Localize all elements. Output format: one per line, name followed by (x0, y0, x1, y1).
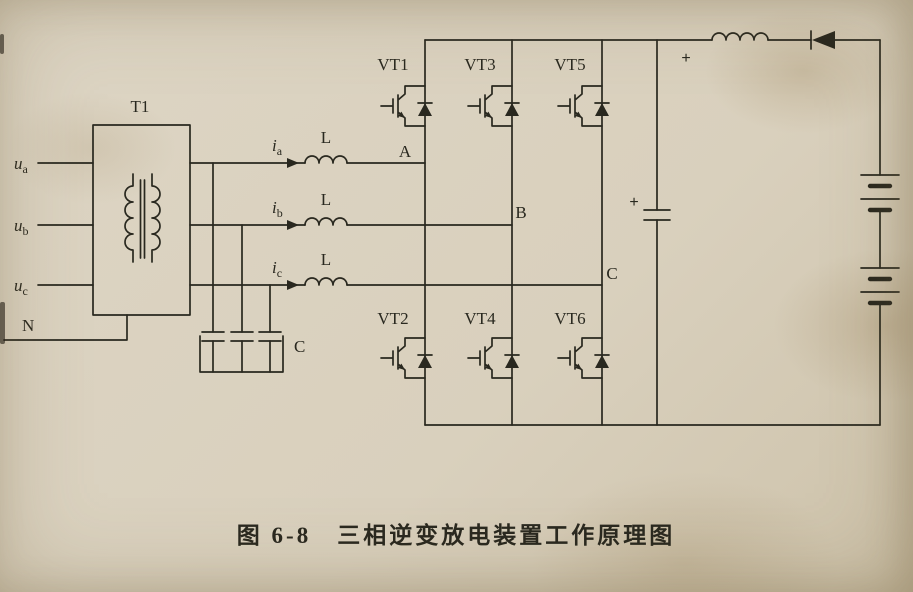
vt6-label: VT6 (554, 309, 585, 328)
current-a-label: ia (272, 136, 283, 158)
scan-edge-artifact (0, 302, 5, 344)
inductor-a-label: L (321, 128, 331, 147)
phase-b-inductor (304, 217, 348, 226)
battery-short-plates (867, 183, 893, 306)
grid-source: ua ub uc N (3, 154, 128, 341)
filter-capacitor-label: C (294, 337, 305, 356)
blocking-diode (812, 31, 835, 49)
inverter-bridge: VT1 VT3 VT5 VT2 VT4 VT6 + (377, 30, 881, 426)
inductor-b-label: L (321, 190, 331, 209)
top-rail-inductor (711, 32, 769, 41)
scan-edge-artifact (0, 34, 4, 54)
phase-lines: ia ib ic L L L A B C (189, 128, 618, 290)
phase-c-inductor (304, 277, 348, 286)
phase-a-inductor (304, 155, 348, 164)
node-b-label: B (515, 203, 526, 222)
dc-cap-plates (643, 209, 671, 221)
vt3-label: VT3 (464, 55, 495, 74)
filter-capacitor-bank: C (199, 162, 305, 373)
phase-a-label: ua (14, 154, 29, 176)
battery (860, 39, 900, 426)
node-c-label: C (606, 264, 617, 283)
bus-plus-label: + (681, 50, 690, 67)
capacitor-common-bus (199, 335, 284, 373)
dc-link-plus-label: + (629, 194, 638, 211)
phase-a-current-arrow (287, 158, 299, 168)
transformer-primary-winding (124, 173, 134, 263)
inductor-c-label: L (321, 250, 331, 269)
capacitor-plates (201, 331, 282, 342)
neutral-wire (3, 314, 128, 341)
battery-long-plates (860, 174, 900, 293)
phase-c-current-arrow (287, 280, 299, 290)
phase-b-current-arrow (287, 220, 299, 230)
vt1-label: VT1 (377, 55, 408, 74)
current-b-label: ib (272, 198, 283, 220)
vt5-label: VT5 (554, 55, 585, 74)
capacitor-drop-wires (212, 162, 271, 333)
phase-c-label: uc (14, 276, 28, 298)
transformer-secondary-winding (151, 173, 161, 263)
current-c-label: ic (272, 258, 282, 280)
vt4-label: VT4 (464, 309, 496, 328)
transformer-label: T1 (131, 97, 150, 116)
node-a-label: A (399, 142, 412, 161)
figure-caption: 图 6-8 三相逆变放电装置工作原理图 (237, 522, 675, 548)
transformer-box (92, 124, 191, 316)
capacitor-stems (212, 340, 271, 373)
neutral-label: N (22, 316, 34, 335)
transformer-core (139, 179, 146, 259)
transformer-t1: T1 (92, 97, 191, 316)
vt2-label: VT2 (377, 309, 408, 328)
phase-b-label: ub (14, 216, 29, 238)
dc-link-capacitor: + (629, 39, 671, 426)
